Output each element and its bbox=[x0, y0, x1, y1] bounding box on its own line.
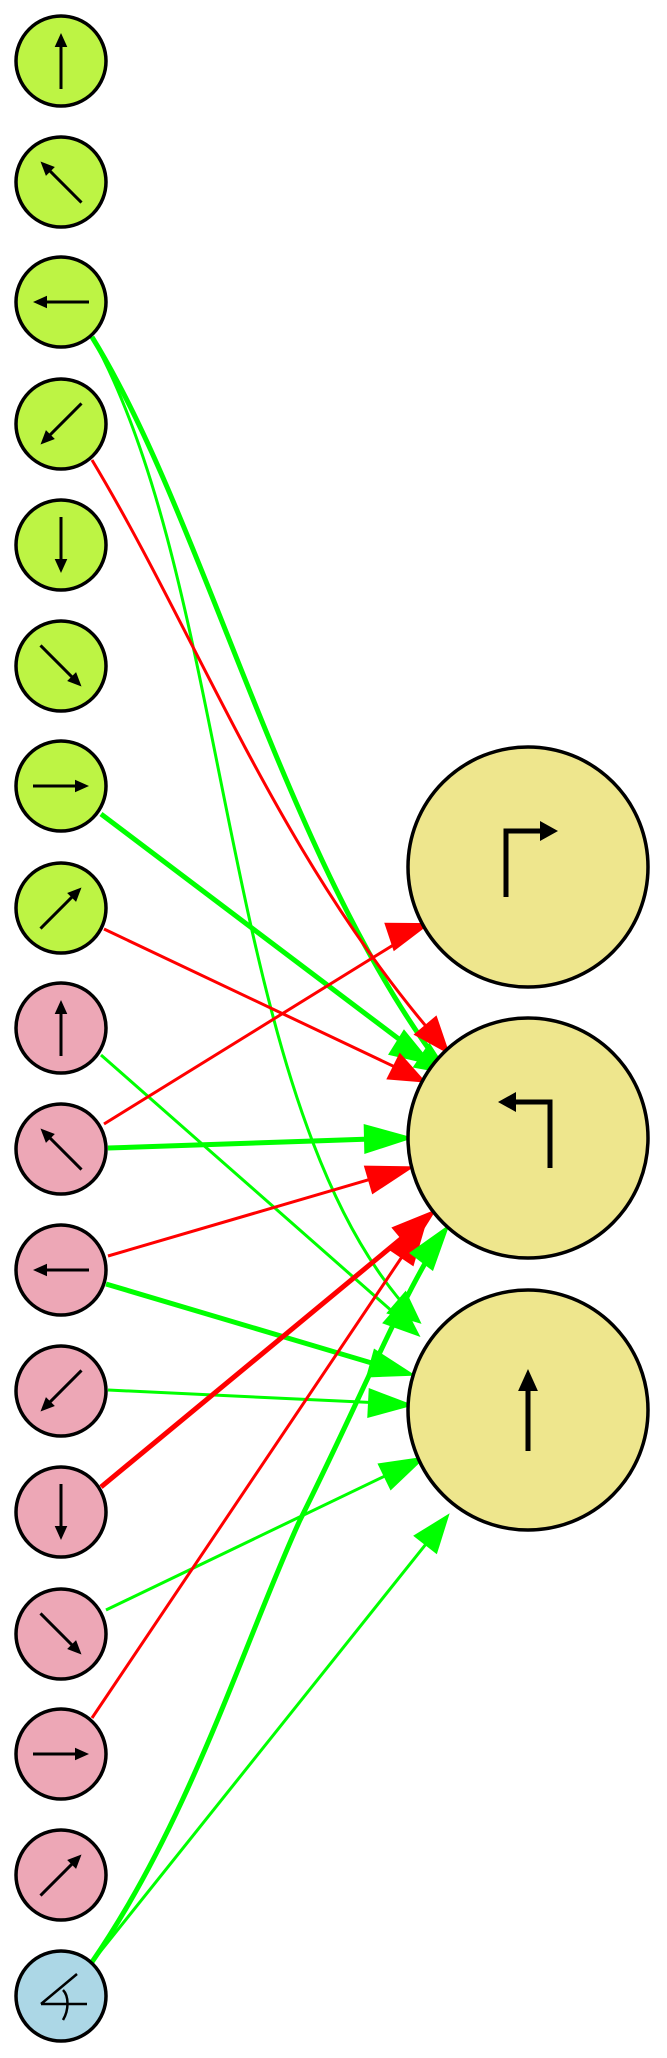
node-out_right bbox=[406, 745, 650, 989]
node-a3 bbox=[14, 377, 108, 471]
edge-b2-to-out_forward bbox=[105, 1281, 403, 1375]
node-layer bbox=[14, 14, 650, 2043]
arrow-up-left-icon bbox=[40, 161, 83, 204]
edge-a7-to-out_left bbox=[103, 927, 415, 1078]
node-out_right-circle bbox=[406, 745, 650, 989]
node-b3 bbox=[14, 1344, 108, 1438]
node-a4 bbox=[14, 498, 108, 592]
edge-b0-to-out_forward bbox=[100, 1053, 411, 1329]
bias-angle-icon bbox=[40, 1973, 87, 2021]
arrow-left-icon bbox=[33, 1263, 89, 1277]
node-b5 bbox=[14, 1587, 108, 1681]
node-b7 bbox=[14, 1828, 108, 1922]
edge-b1-to-out_left bbox=[107, 1135, 403, 1151]
edge-b4-to-out_left bbox=[99, 1217, 427, 1489]
arrowhead-bias-to-out_forward bbox=[413, 1513, 450, 1555]
arrowhead-a3-to-out_left bbox=[413, 1015, 450, 1055]
arrowhead-b3-to-out_forward bbox=[367, 1388, 414, 1418]
arrow-down-right-icon bbox=[39, 1612, 82, 1655]
edge-bias-to-out_left bbox=[89, 1233, 445, 1964]
edge-b6-to-out_left bbox=[90, 1229, 422, 1719]
node-b0 bbox=[14, 981, 108, 1075]
arrow-up-right-icon bbox=[39, 1854, 82, 1897]
arrow-up-icon bbox=[54, 1000, 68, 1056]
arrow-down-left-icon bbox=[40, 402, 83, 445]
turn-left-icon bbox=[498, 1092, 553, 1168]
node-a6 bbox=[14, 739, 108, 833]
edge-b2-to-out_left bbox=[107, 1168, 403, 1258]
node-a0 bbox=[14, 14, 108, 108]
node-a1 bbox=[14, 135, 108, 229]
node-out_forward bbox=[406, 1288, 650, 1532]
arrowhead-b1-to-out_right bbox=[384, 922, 431, 952]
arrow-right-icon bbox=[33, 1747, 89, 1761]
arrowhead-b5-to-out_forward bbox=[377, 1456, 427, 1491]
edge-b5-to-out_forward bbox=[105, 1460, 415, 1612]
edge-a2-to-out_left bbox=[89, 335, 444, 1069]
edge-a6-to-out_left bbox=[99, 812, 422, 1057]
arrow-up-icon bbox=[518, 1369, 538, 1451]
node-out_left bbox=[406, 1016, 650, 1260]
node-bias bbox=[14, 1949, 108, 2043]
arrowhead-a7-to-out_left bbox=[386, 1052, 427, 1083]
edge-b1-to-out_right bbox=[103, 929, 417, 1126]
edge-bias-to-out_forward bbox=[90, 1523, 444, 1963]
arrowhead-b1-to-out_left bbox=[363, 1124, 414, 1154]
edge-b3-to-out_forward bbox=[107, 1388, 403, 1406]
arrow-right-icon bbox=[33, 779, 89, 793]
arrow-down-icon bbox=[54, 517, 68, 573]
arrowhead-b0-to-out_forward bbox=[382, 1300, 421, 1337]
node-b6 bbox=[14, 1707, 108, 1801]
arrow-left-icon bbox=[33, 295, 89, 309]
node-a7 bbox=[14, 861, 108, 955]
node-b4 bbox=[14, 1465, 108, 1559]
arrow-up-icon bbox=[54, 33, 68, 89]
arrow-down-icon bbox=[54, 1484, 68, 1540]
node-bias-circle bbox=[14, 1949, 108, 2043]
node-b1 bbox=[14, 1102, 108, 1196]
node-out_left-circle bbox=[406, 1016, 650, 1260]
arrowhead-b2-to-out_left bbox=[363, 1165, 415, 1195]
arrow-up-left-icon bbox=[40, 1128, 83, 1171]
arrow-down-right-icon bbox=[39, 644, 82, 687]
arrow-up-right-icon bbox=[39, 887, 82, 930]
node-a5 bbox=[14, 619, 108, 713]
edge-a3-to-out_left bbox=[90, 459, 444, 1046]
arrow-down-left-icon bbox=[40, 1369, 83, 1412]
arrowhead-b6-to-out_left bbox=[388, 1219, 428, 1267]
connection-layer bbox=[89, 335, 450, 1964]
edge-a2-to-out_forward bbox=[90, 336, 416, 1318]
node-a2 bbox=[14, 255, 108, 349]
turn-right-icon bbox=[503, 821, 558, 897]
node-b2 bbox=[14, 1223, 108, 1317]
arrowhead-bias-to-out_left bbox=[409, 1224, 450, 1272]
